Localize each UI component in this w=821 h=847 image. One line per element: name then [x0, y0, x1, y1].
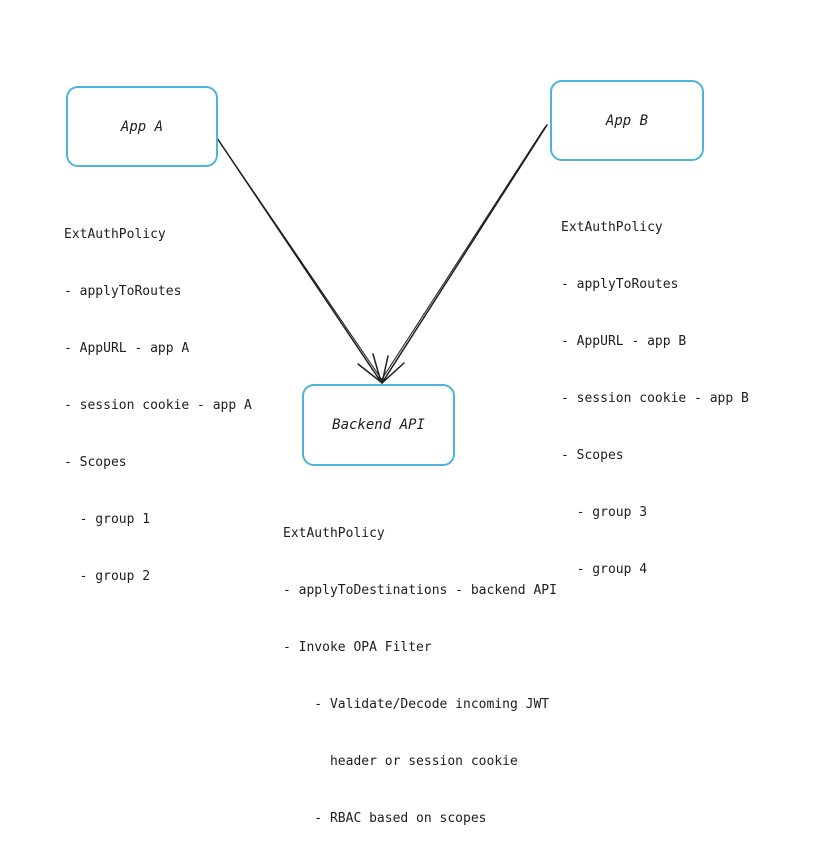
app-a-note-line: - group 2	[64, 569, 151, 584]
app-a-node[interactable]: App A	[66, 86, 218, 167]
app-b-note-line: - AppURL - app B	[561, 334, 687, 349]
app-b-node[interactable]: App B	[550, 80, 704, 161]
app-b-policy-notes: ExtAuthPolicy - applyToRoutes - AppURL -…	[561, 180, 749, 598]
app-b-note-line: - applyToRoutes	[561, 277, 679, 292]
app-a-note-line: ExtAuthPolicy	[64, 227, 166, 242]
edge-app-b-to-backend	[379, 124, 548, 384]
backend-api-label: Backend API	[332, 417, 425, 433]
app-a-policy-notes: ExtAuthPolicy - applyToRoutes - AppURL -…	[64, 187, 252, 605]
app-a-note-line: - group 1	[64, 512, 151, 527]
app-b-note-line: - group 3	[561, 505, 648, 520]
app-b-note-line: ExtAuthPolicy	[561, 220, 663, 235]
backend-policy-notes: ExtAuthPolicy - applyToDestinations - ba…	[283, 486, 557, 847]
backend-note-line: header or session cookie	[283, 754, 518, 769]
app-a-note-line: - AppURL - app A	[64, 341, 190, 356]
app-a-note-line: - applyToRoutes	[64, 284, 182, 299]
backend-note-line: - Validate/Decode incoming JWT	[283, 697, 550, 712]
app-a-note-line: - session cookie - app A	[64, 398, 252, 413]
app-b-note-line: - Scopes	[561, 448, 624, 463]
app-b-note-line: - session cookie - app B	[561, 391, 749, 406]
app-b-note-line: - group 4	[561, 562, 648, 577]
backend-note-line: - RBAC based on scopes	[283, 811, 487, 826]
backend-note-line: - Invoke OPA Filter	[283, 640, 432, 655]
backend-note-line: - applyToDestinations - backend API	[283, 583, 557, 598]
backend-api-node[interactable]: Backend API	[302, 384, 455, 466]
backend-note-line: ExtAuthPolicy	[283, 526, 385, 541]
app-a-note-line: - Scopes	[64, 455, 127, 470]
app-b-label: App B	[605, 112, 649, 129]
app-a-label: App A	[120, 118, 164, 135]
